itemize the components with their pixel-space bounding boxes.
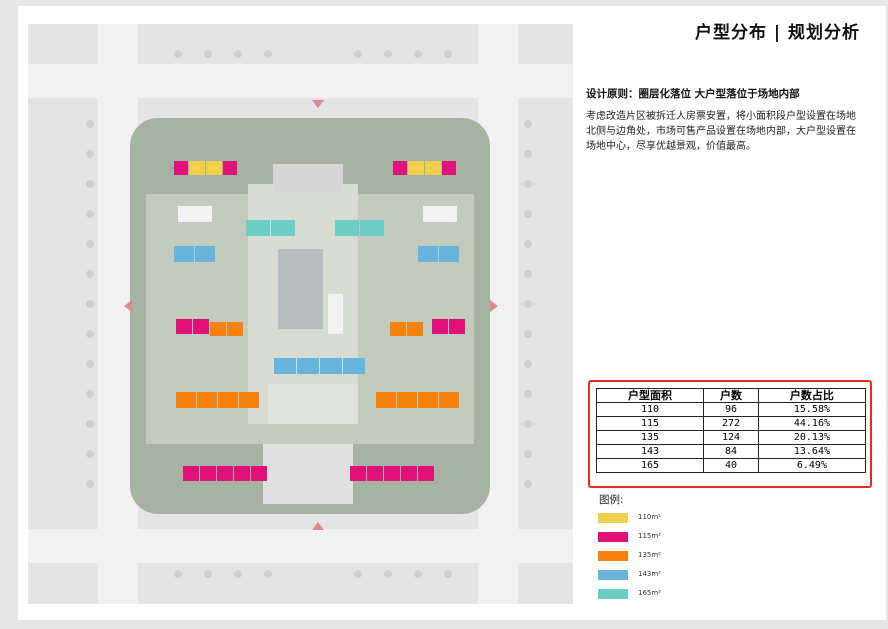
table-cell: 135 (595, 430, 705, 445)
legend-swatch (598, 570, 628, 580)
page-title: 户型分布 | 规划分析 (694, 23, 860, 43)
column-header: 户型面积 (595, 388, 705, 403)
legend-label: 165m² (638, 589, 661, 597)
table-cell: 110 (595, 402, 705, 417)
table-header-row: 户型面积 户数 户数占比 (595, 388, 867, 403)
table-cell: 143 (595, 444, 705, 459)
legend-swatch (598, 551, 628, 561)
table-highlight-frame (588, 380, 872, 488)
table-cell: 13.64% (757, 444, 867, 459)
legend-label: 110m² (638, 513, 661, 521)
table-cell: 44.16% (757, 416, 867, 431)
table-cell: 15.58% (757, 402, 867, 417)
table-cell: 6.49% (757, 458, 867, 473)
table-cell: 115 (595, 416, 705, 431)
column-header: 户数占比 (757, 388, 867, 403)
legend-label: 115m² (638, 532, 661, 540)
legend-swatch (598, 513, 628, 523)
table-row: 143 84 13.64% (595, 444, 867, 459)
column-header: 户数 (703, 388, 759, 403)
design-principle: 设计原则：圈层化落位 大户型落位于场地内部 (586, 88, 800, 100)
table-cell: 272 (703, 416, 759, 431)
unit-distribution-table: 户型面积 户数 户数占比 110 96 15.58% 115 272 44.16… (595, 388, 867, 473)
table-cell: 165 (595, 458, 705, 473)
legend-title: 图例: (599, 494, 624, 506)
table-row: 135 124 20.13% (595, 430, 867, 445)
table-cell: 84 (703, 444, 759, 459)
table-cell: 20.13% (757, 430, 867, 445)
table-cell: 96 (703, 402, 759, 417)
table-row: 165 40 6.49% (595, 458, 867, 473)
table-row: 110 96 15.58% (595, 402, 867, 417)
legend-swatch (598, 589, 628, 599)
description-text: 考虑改造片区被拆迁人房票安置，将小面积段户型设置在场地北侧与边角处，市场可售产品… (586, 111, 856, 152)
legend-swatch (598, 532, 628, 542)
table-cell: 124 (703, 430, 759, 445)
table-row: 115 272 44.16% (595, 416, 867, 431)
legend-label: 143m² (638, 570, 661, 578)
table-cell: 40 (703, 458, 759, 473)
slide-page: 户型分布 | 规划分析 设计原则：圈层化落位 大户型落位于场地内部 考虑改造片区… (18, 6, 886, 620)
site-plan (28, 24, 573, 604)
legend-label: 135m² (638, 551, 661, 559)
